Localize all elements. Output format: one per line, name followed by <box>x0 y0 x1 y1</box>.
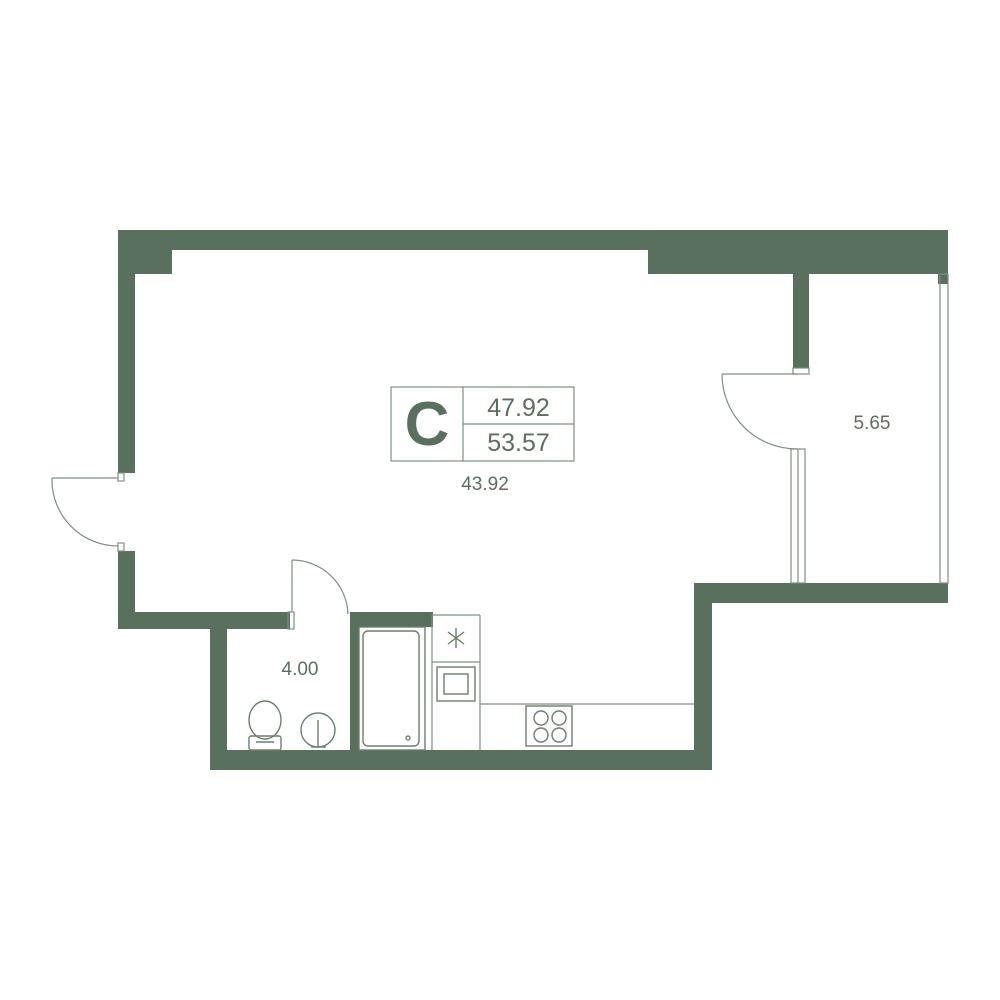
main-room-area: 43.92 <box>461 474 509 495</box>
oven-icon <box>436 666 476 702</box>
bathtub-icon <box>358 626 426 751</box>
balcony-door[interactable] <box>721 373 798 450</box>
balcony-glazing <box>939 273 949 584</box>
living-area-value: 47.92 <box>487 393 550 422</box>
kitchen-fixtures <box>431 614 694 750</box>
fridge-snowflake-icon <box>432 628 480 663</box>
wall-bath-divider <box>350 612 359 752</box>
walls <box>118 230 948 770</box>
wall-balcony-right-stub <box>938 274 948 284</box>
wall-bath-left <box>210 612 227 770</box>
wall-top-right-block <box>648 250 948 274</box>
wall-left-upper <box>118 250 135 473</box>
doors <box>51 373 798 630</box>
frames <box>790 367 810 584</box>
partition-jamb <box>792 367 810 375</box>
wall-bottom <box>210 750 712 770</box>
bathroom-area: 4.00 <box>281 659 319 680</box>
balcony-window <box>939 273 949 584</box>
wall-top <box>118 230 948 250</box>
wall-balcony-bottom <box>694 583 948 603</box>
entrance-door[interactable] <box>51 472 125 552</box>
wall-balcony-partition <box>793 274 809 368</box>
area-badge <box>390 386 575 462</box>
apartment-type-letter: C <box>404 390 450 459</box>
wall-bath-top-right <box>350 612 433 627</box>
bathroom-door[interactable] <box>287 559 349 630</box>
sink-icon <box>300 712 336 748</box>
bathroom-fixtures <box>248 626 426 751</box>
wall-kitchen-right <box>694 583 712 770</box>
balcony-area: 5.65 <box>853 413 891 434</box>
total-area-value: 53.57 <box>487 428 550 457</box>
counter <box>431 614 694 750</box>
toilet-icon <box>248 700 282 751</box>
wall-bottom-left <box>118 612 290 629</box>
wall-left-lower <box>118 551 135 629</box>
stove-icon <box>525 705 573 747</box>
